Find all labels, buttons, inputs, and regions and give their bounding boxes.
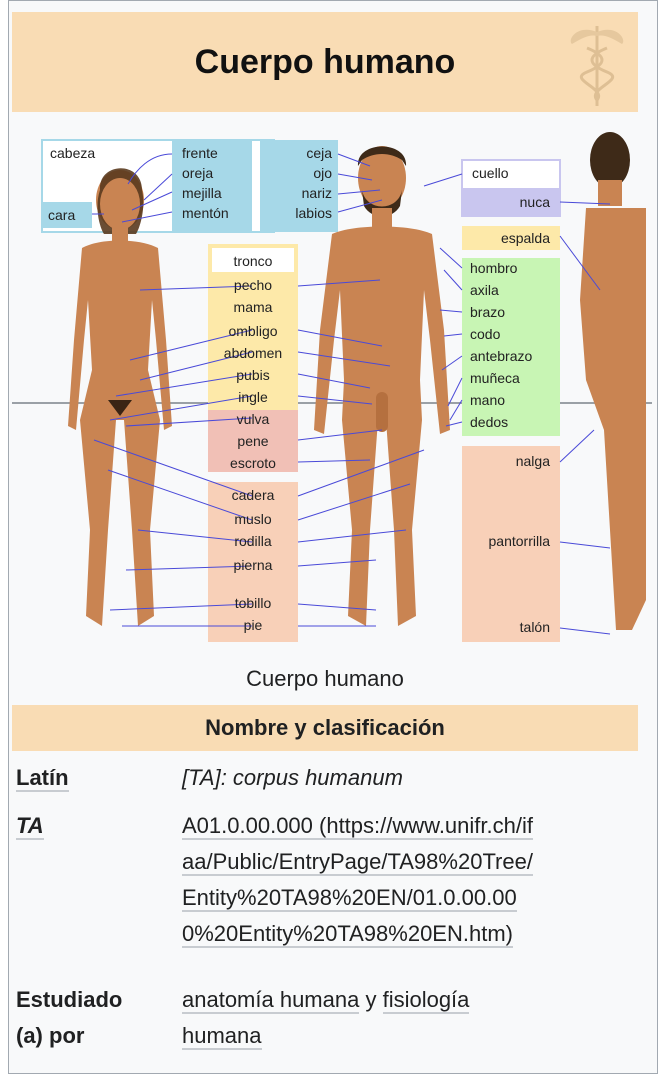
- ta-link[interactable]: TA: [16, 813, 44, 840]
- estudiado-label: Estudiado (a) por: [16, 982, 122, 1054]
- section-header: Nombre y clasificación: [12, 705, 638, 751]
- label-ombligo: ombligo: [228, 323, 277, 339]
- latin-value: [TA]: corpus humanum: [182, 760, 644, 796]
- female-figure: [68, 168, 172, 626]
- label-oreja: oreja: [182, 165, 213, 181]
- label-ingle: ingle: [238, 389, 268, 405]
- label-cuello: cuello: [472, 165, 509, 181]
- label-pantorrilla: pantorrilla: [489, 533, 551, 549]
- label-vulva: vulva: [237, 411, 270, 427]
- label-pie: pie: [244, 617, 263, 633]
- ta-url-line-1[interactable]: A01.0.00.000 (https://www.unifr.ch/if: [182, 813, 533, 840]
- estudiado-label-line-1: Estudiado: [16, 982, 122, 1018]
- label-ojo: ojo: [313, 165, 332, 181]
- conjunction-text: y: [359, 987, 382, 1012]
- label-nalga: nalga: [516, 453, 550, 469]
- label-dedos: dedos: [470, 414, 508, 430]
- label-antebrazo: antebrazo: [470, 348, 532, 364]
- label-pene: pene: [237, 433, 268, 449]
- label-rodilla: rodilla: [234, 533, 272, 549]
- body-parts-diagram[interactable]: cabeza cara frente oreja mejilla mentón …: [20, 130, 646, 650]
- ta-value[interactable]: A01.0.00.000 (https://www.unifr.ch/if aa…: [182, 808, 644, 952]
- label-pubis: pubis: [236, 367, 269, 383]
- latin-link[interactable]: Latín: [16, 765, 69, 792]
- label-espalda: espalda: [501, 230, 550, 246]
- label-mama: mama: [234, 299, 273, 315]
- infobox-title: Cuerpo humano: [195, 43, 456, 82]
- label-menton: mentón: [182, 205, 229, 221]
- label-cadera: cadera: [232, 487, 275, 503]
- label-nariz: nariz: [302, 185, 332, 201]
- estudiado-value: anatomía humana y fisiología humana: [182, 982, 644, 1054]
- infobox-header: Cuerpo humano: [12, 12, 638, 112]
- image-caption: Cuerpo humano: [12, 666, 638, 692]
- label-escroto: escroto: [230, 455, 276, 471]
- label-codo: codo: [470, 326, 501, 342]
- caduceus-icon: [562, 18, 632, 108]
- label-pecho: pecho: [234, 277, 272, 293]
- latin-label[interactable]: Latín: [16, 760, 69, 796]
- label-tronco: tronco: [234, 253, 273, 269]
- ta-label[interactable]: TA: [16, 808, 44, 844]
- anatomia-link[interactable]: anatomía humana: [182, 987, 359, 1014]
- label-ceja: ceja: [306, 145, 332, 161]
- label-hombro: hombro: [470, 260, 518, 276]
- label-pierna: pierna: [234, 557, 273, 573]
- label-frente: frente: [182, 145, 218, 161]
- label-labios: labios: [295, 205, 332, 221]
- label-cabeza: cabeza: [50, 145, 95, 161]
- estudiado-label-line-2: (a) por: [16, 1018, 122, 1054]
- humana-link[interactable]: humana: [182, 1023, 262, 1050]
- label-axila: axila: [470, 282, 499, 298]
- fisiologia-link[interactable]: fisiología: [383, 987, 470, 1014]
- label-mano: mano: [470, 392, 505, 408]
- label-muslo: muslo: [234, 511, 272, 527]
- label-brazo: brazo: [470, 304, 505, 320]
- ta-url-line-2[interactable]: aa/Public/EntryPage/TA98%20Tree/: [182, 849, 533, 876]
- label-cara: cara: [48, 207, 75, 223]
- ta-url-line-4[interactable]: 0%20Entity%20TA98%20EN.htm): [182, 921, 513, 948]
- label-mejilla: mejilla: [182, 185, 222, 201]
- label-nuca: nuca: [520, 194, 551, 210]
- label-abdomen: abdomen: [224, 345, 282, 361]
- label-tobillo: tobillo: [235, 595, 272, 611]
- label-talon: talón: [520, 619, 550, 635]
- back-figure: [580, 132, 646, 630]
- label-muneca: muñeca: [470, 370, 520, 386]
- ta-url-line-3[interactable]: Entity%20TA98%20EN/01.0.00.00: [182, 885, 517, 912]
